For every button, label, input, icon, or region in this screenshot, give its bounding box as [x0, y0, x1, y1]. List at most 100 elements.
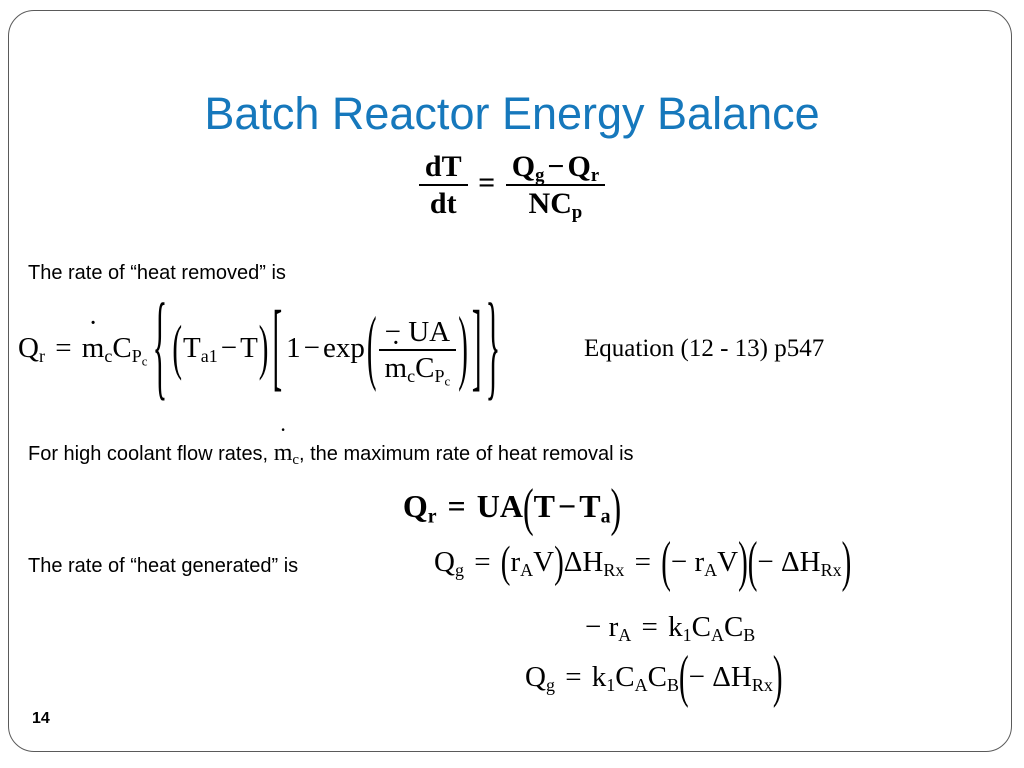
symbol-C-2: C [415, 352, 435, 384]
symbol-k: k [591, 661, 607, 693]
label-equation-reference: Equation (12 - 13) p547 [584, 335, 825, 362]
subscript-P-2: Pc [434, 366, 451, 389]
symbol-r: r [608, 611, 619, 643]
symbol-delta-H-2: ΔH [781, 546, 821, 578]
symbol-T: T [240, 332, 258, 365]
symbol-r-2: r [694, 546, 705, 578]
symbol-UA: UA [476, 488, 523, 524]
subscript-r: r [590, 165, 600, 187]
symbol-C: C [112, 332, 132, 365]
bracket-open: [ [272, 293, 283, 402]
subscript-r: r [38, 346, 45, 367]
minus-sign: − [688, 661, 705, 693]
label-high-coolant-suffix: , the maximum rate of heat removal is [298, 443, 634, 465]
subscript-Rx: Rx [603, 560, 625, 581]
equation-heat-generated-final: Qg = k1CACB(− ΔHRx) [525, 648, 782, 706]
symbol-V-2: V [717, 546, 739, 578]
minus-sign-2: − [303, 332, 320, 365]
symbol-r: r [510, 546, 521, 578]
label-heat-generated: The rate of “heat generated” is [28, 555, 299, 577]
subscript-a: a [600, 505, 611, 528]
symbol-delta-H: ΔH [563, 546, 604, 578]
paren-open-1: ( [172, 314, 183, 382]
minus-sign: − [547, 150, 565, 183]
number-one: 1 [286, 332, 301, 365]
numerator-dT: dT [418, 152, 468, 186]
symbol-T: T [533, 488, 555, 524]
denominator-ncp: NCp [506, 186, 605, 223]
minus-sign-1: − [670, 546, 688, 578]
subscript-A: A [520, 560, 534, 581]
subscript-a1: a1 [200, 346, 218, 367]
subscript-c-inline: c [292, 452, 299, 469]
minus-sign-1: − [220, 332, 238, 365]
brace-close: } [485, 281, 500, 413]
paren-open: ( [678, 645, 689, 710]
equation-energy-balance: dT dt = Qg−Qr NCp [0, 150, 1024, 223]
subscript-P-letter: P [131, 346, 142, 367]
subscript-Rx: Rx [751, 675, 773, 696]
label-heat-removed: The rate of “heat removed” is [28, 262, 286, 284]
equation-heat-generated: Qg = (rAV)ΔHRx = (− rAV)(− ΔHRx) [434, 534, 851, 591]
paren-open-2: ( [366, 301, 377, 395]
equals-sign: = [641, 611, 658, 643]
symbol-T-ambient: T [579, 488, 601, 524]
symbol-Q: Q [511, 150, 536, 183]
equals-sign-2: = [634, 546, 651, 578]
symbol-UA: UA [408, 316, 451, 348]
fraction-qg-qr-over-ncp: Qg−Qr NCp [505, 150, 606, 223]
subscript-B-conc: B [666, 675, 679, 696]
paren-close-1: ) [258, 314, 269, 382]
paren-close: ) [772, 645, 783, 710]
subscript-A-conc: A [710, 625, 724, 646]
subscript-c-nested-2: c [444, 373, 451, 389]
subscript-1: 1 [606, 675, 616, 696]
subscript-g: g [535, 165, 545, 187]
paren-open-3: ( [747, 530, 758, 594]
symbol-Q: Q [18, 332, 39, 365]
page-title: Batch Reactor Energy Balance [204, 88, 820, 139]
subscript-A-2: A [704, 560, 718, 581]
symbol-Q2: Q [567, 150, 591, 183]
subscript-p: p [571, 202, 583, 224]
subscript-P-letter-2: P [434, 366, 445, 387]
paren-close-2: ) [458, 301, 468, 395]
brace-open: { [153, 281, 168, 413]
minus-sign: − [558, 488, 577, 524]
bracket-close: ] [471, 293, 482, 402]
function-exp: exp [323, 332, 365, 365]
minus-sign: − [585, 611, 602, 643]
denominator-dt: dt [429, 187, 457, 220]
paren-close-1: ) [554, 537, 564, 588]
subscript-A-conc: A [634, 675, 648, 696]
equals-sign-1: = [474, 546, 491, 578]
fraction-dt-dt: dT dt [418, 152, 468, 220]
fraction-exponent: − UAmcCPc [378, 316, 457, 389]
inline-symbol-mdot-c: mc [274, 440, 299, 469]
symbol-Q: Q [434, 546, 455, 578]
subscript-g: g [545, 675, 555, 696]
equation-heat-removed-max: Qr = UA(T−Ta) [0, 480, 1024, 533]
symbol-k: k [668, 611, 683, 643]
paren-close: ) [610, 476, 622, 537]
symbol-CB: C [647, 661, 667, 693]
subscript-P: Pc [131, 346, 148, 369]
equation-rate-law: − rA = k1CACB [585, 611, 755, 646]
equals-sign: = [478, 166, 496, 200]
paren-close-3: ) [841, 530, 852, 594]
subscript-c-2: c [407, 366, 416, 387]
symbol-V: V [533, 546, 555, 578]
symbol-T-inlet: T [183, 332, 201, 365]
label-high-coolant-prefix: For high coolant flow rates, [28, 443, 269, 465]
subscript-c-nested: c [141, 353, 148, 369]
denominator-mdot-cp: mcCPc [379, 351, 457, 389]
paren-open-2: ( [661, 530, 671, 594]
symbol-mdot-inline: m [274, 440, 293, 467]
numerator-qg-minus-qr: Qg−Qr [505, 150, 606, 187]
paren-open: ( [523, 476, 534, 537]
symbol-delta-H: ΔH [712, 661, 752, 693]
subscript-1: 1 [682, 625, 692, 646]
minus-sign-2: − [757, 546, 774, 578]
subscript-g: g [454, 560, 464, 581]
